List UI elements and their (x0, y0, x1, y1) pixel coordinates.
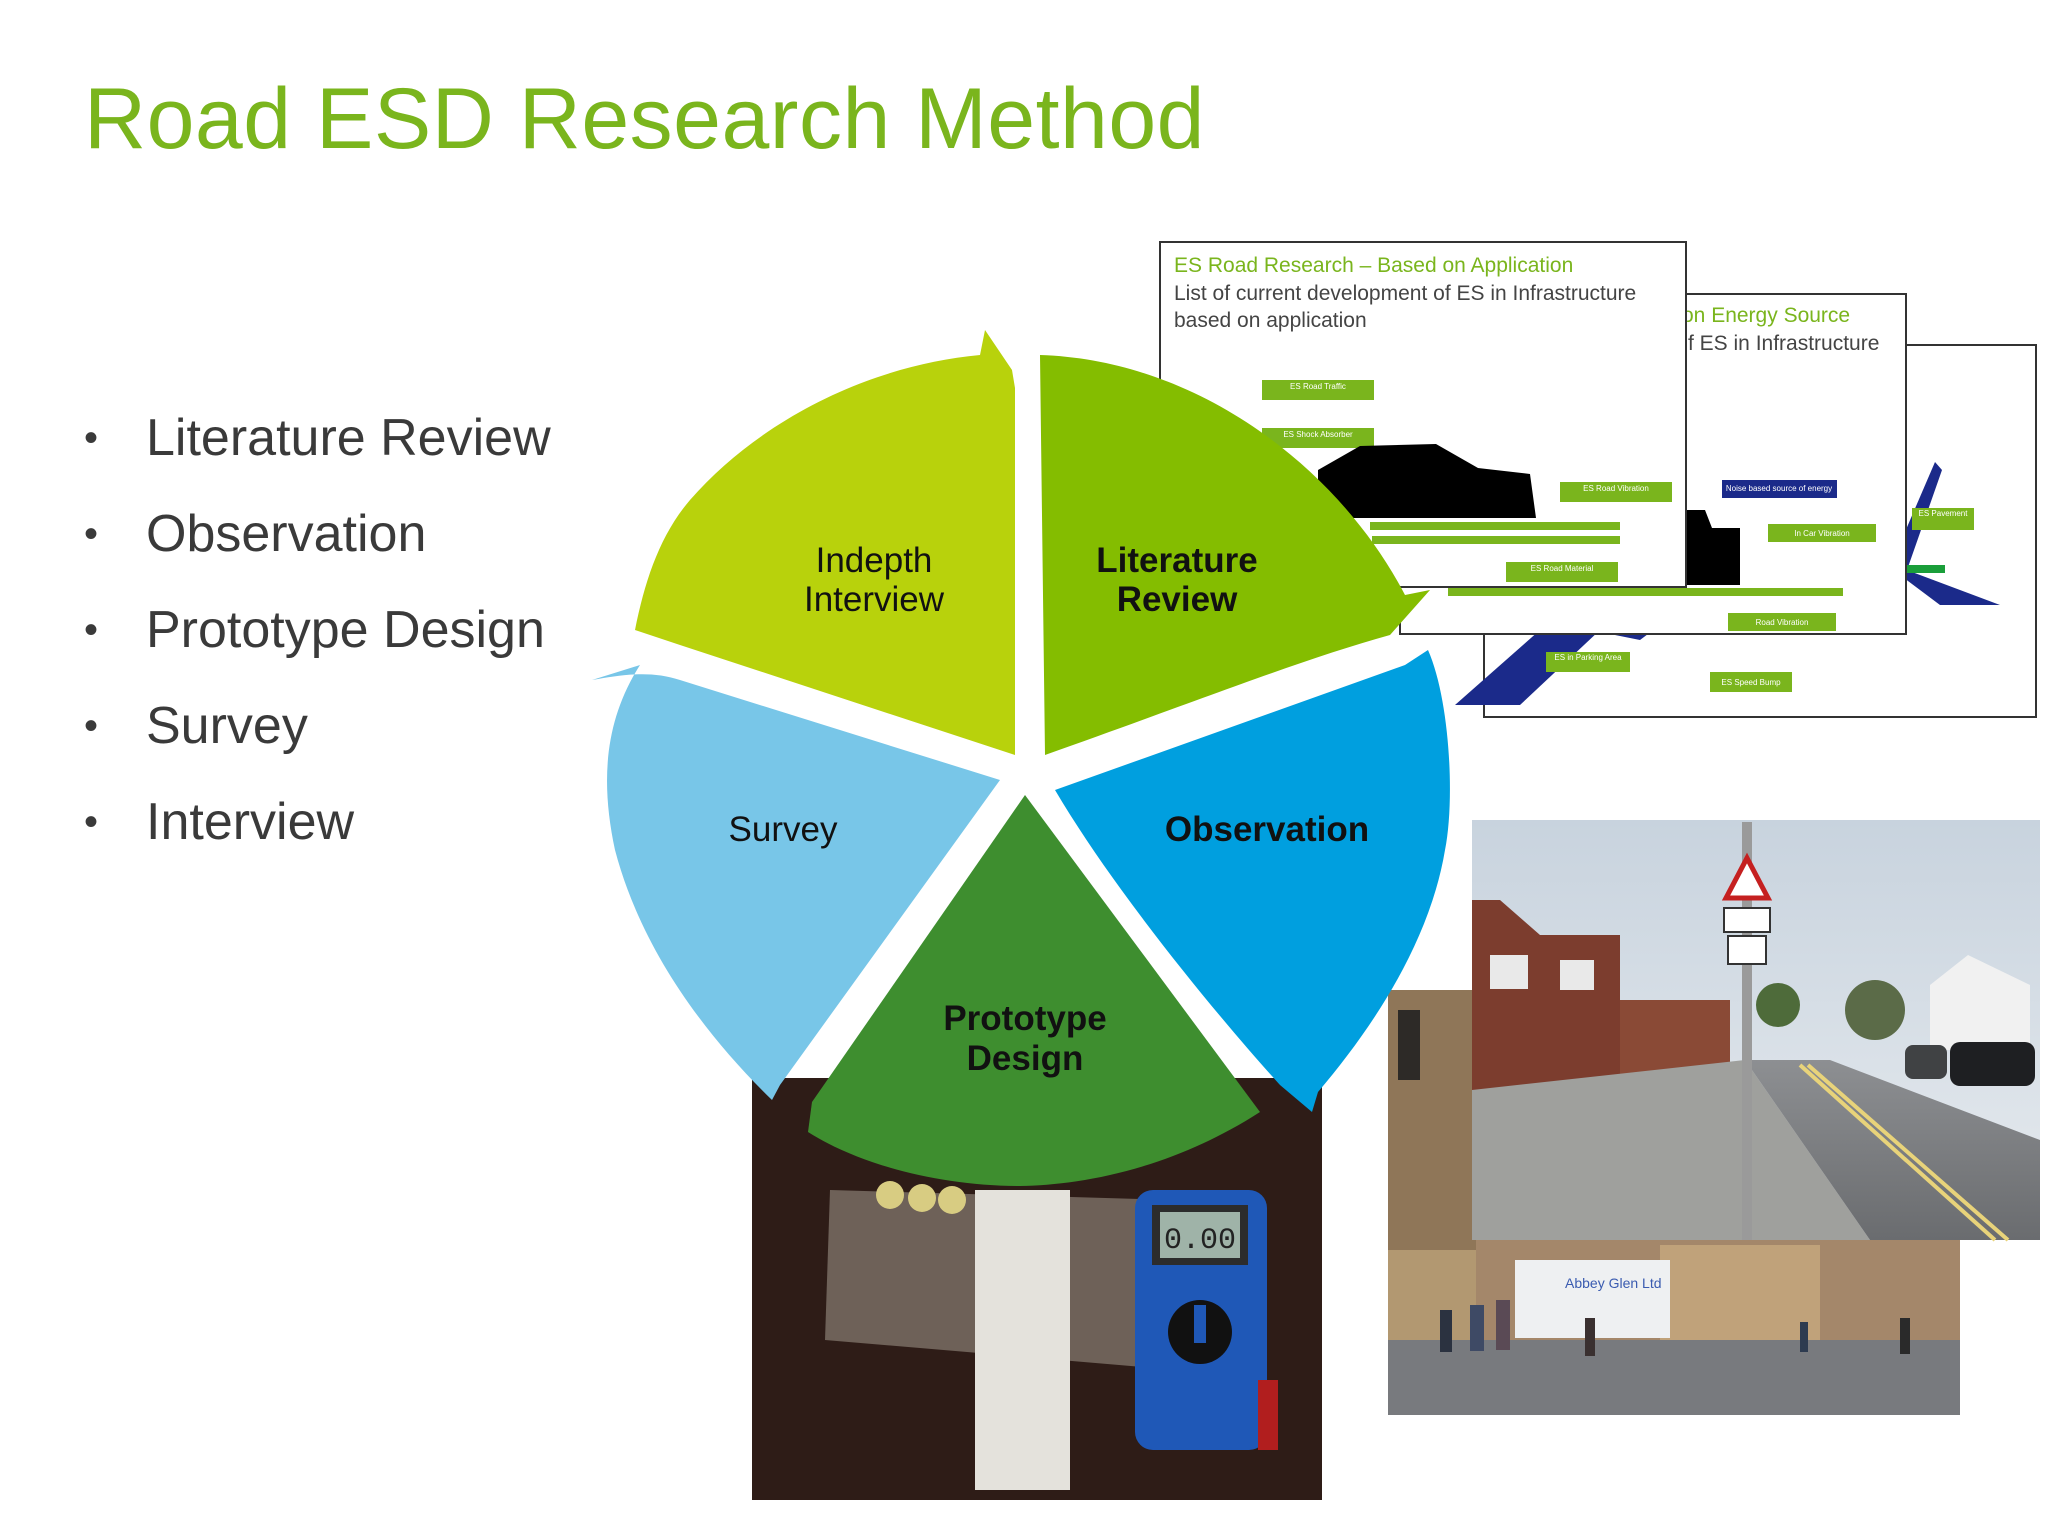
tag-es-pavement: ES Pavement (1919, 509, 1969, 518)
tag-noise-energy: Noise based source of energy (1726, 484, 1832, 493)
cycle-label-prototype-design: Prototype Design (943, 999, 1106, 1078)
cycle-segment-literature-review (1040, 355, 1430, 755)
label-line: Prototype (943, 999, 1106, 1038)
tag-es-road-vibration: ES Road Vibration (1583, 484, 1649, 493)
middle-card-line: f ES in Infrastructure (1688, 332, 1879, 355)
bullet-dot-icon: • (84, 704, 99, 748)
label-line: Design (967, 1039, 1084, 1078)
label-line: Indepth (816, 541, 933, 580)
cycle-segment-indepth-interview (635, 330, 1015, 755)
label-line: Observation (1165, 810, 1369, 849)
label-line: Literature (1096, 541, 1257, 580)
tag-es-parking-area: ES in Parking Area (1554, 653, 1622, 662)
bullet-text: Survey (146, 697, 308, 755)
tag-es-shock-absorber: ES Shock Absorber (1283, 430, 1353, 439)
bullet-dot-icon: • (84, 800, 99, 844)
bullet-item: • Literature Review (84, 405, 551, 501)
cycle-segment-observation (1055, 650, 1450, 1112)
bullet-text: Prototype Design (146, 601, 545, 659)
bullet-item: • Survey (84, 693, 551, 789)
bullet-item: • Prototype Design (84, 597, 551, 693)
label-line: Survey (729, 810, 838, 849)
cycle-label-indepth-interview: Indepth Interview (804, 541, 945, 619)
bullet-text: Observation (146, 505, 427, 563)
tag-road-vibration: Road Vibration (1756, 618, 1809, 627)
bullet-text: Literature Review (146, 409, 551, 467)
method-bullet-list: • Literature Review • Observation • Prototy… (84, 405, 551, 885)
front-card-line1: List of current development of ES in Inf… (1174, 282, 1636, 305)
label-line: Interview (804, 580, 945, 619)
tag-es-speed-bump: ES Speed Bump (1721, 678, 1781, 687)
bullet-dot-icon: • (84, 608, 99, 652)
cycle-label-literature-review: Literature Review (1096, 541, 1257, 619)
tag-es-road-material: ES Road Material (1531, 564, 1594, 573)
tag-es-road-traffic: ES Road Traffic (1290, 382, 1346, 391)
cycle-segment-survey (592, 665, 1000, 1100)
front-card-line2: based on application (1174, 309, 1367, 332)
slide-title: Road ESD Research Method (84, 71, 1206, 167)
bullet-dot-icon: • (84, 416, 99, 460)
middle-card-heading: on Energy Source (1682, 304, 1850, 327)
tag-in-car-vibration: In Car Vibration (1794, 529, 1849, 538)
label-line: Review (1117, 580, 1238, 619)
bullet-item: • Interview (84, 789, 551, 885)
cycle-label-observation: Observation (1165, 810, 1369, 849)
truck-label: Abbey Glen Ltd (1565, 1275, 1662, 1291)
bullet-dot-icon: • (84, 512, 99, 556)
bullet-text: Interview (146, 793, 355, 851)
front-card-heading: ES Road Research – Based on Application (1174, 254, 1573, 277)
cycle-segment-prototype-design (808, 795, 1260, 1186)
bullet-item: • Observation (84, 501, 551, 597)
car-icon (1318, 444, 1536, 518)
cycle-label-survey: Survey (729, 810, 838, 849)
multimeter-reading: 0.00 (1164, 1224, 1236, 1258)
